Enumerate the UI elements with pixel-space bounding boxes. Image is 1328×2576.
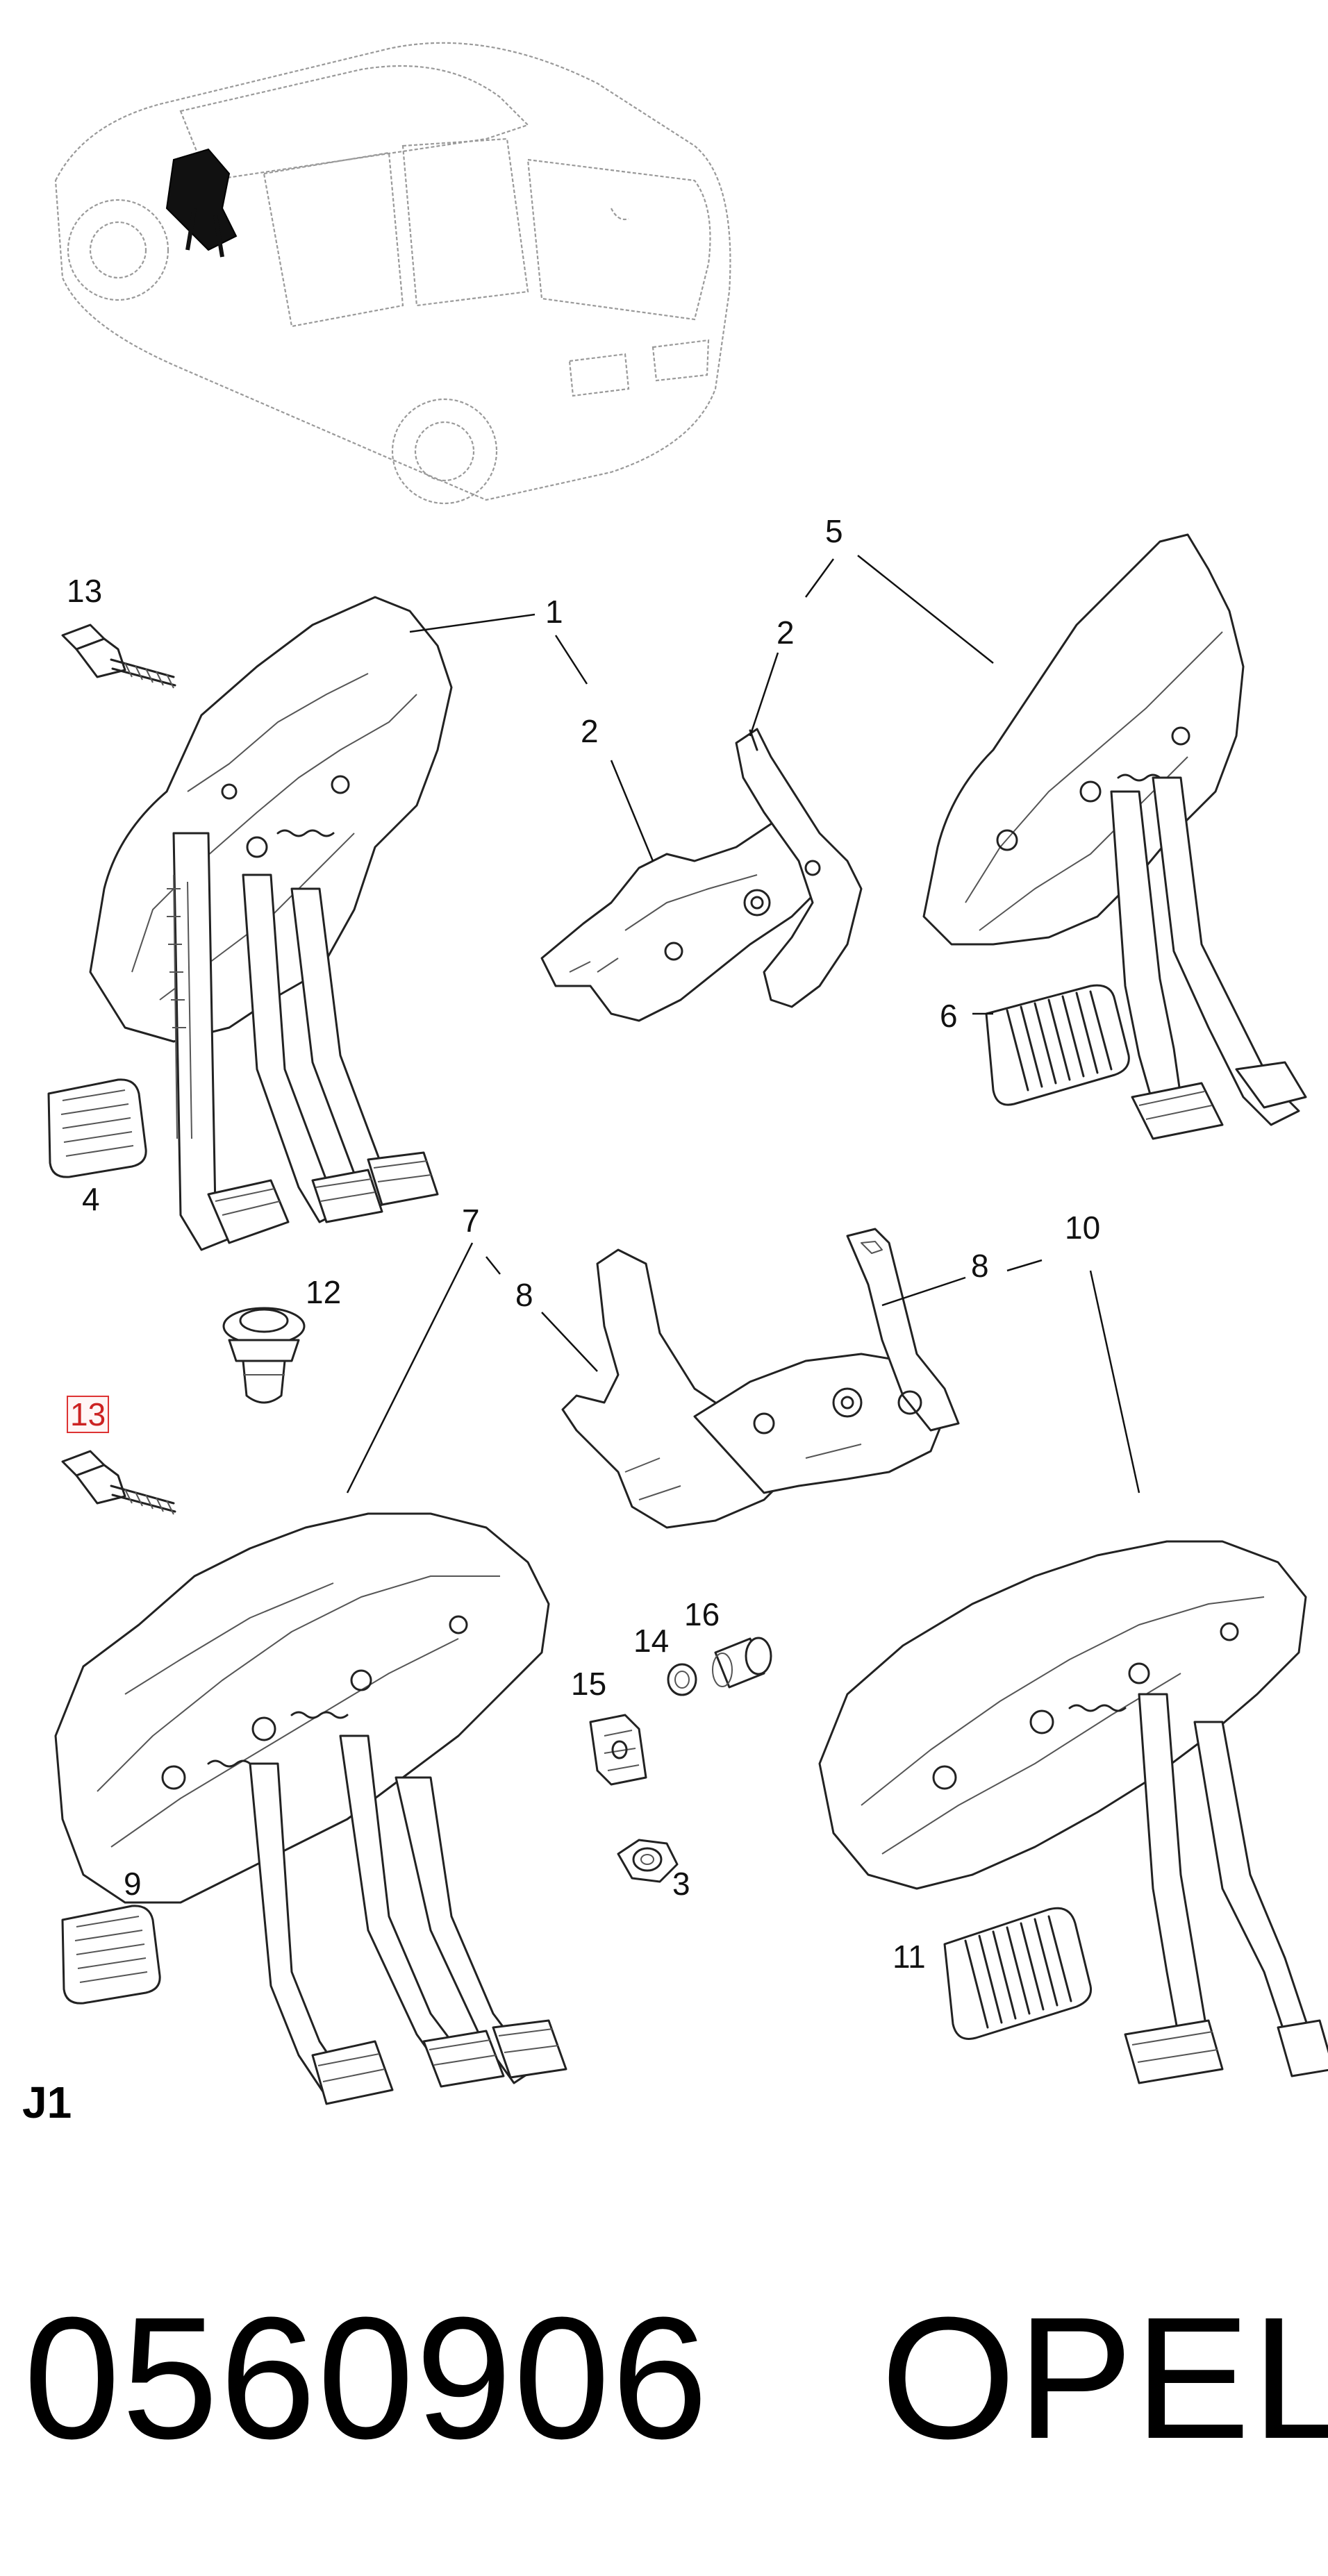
callout-3: 3 — [672, 1866, 690, 1902]
callout-2-right: 2 — [777, 614, 795, 651]
callout-8-right: 8 — [971, 1248, 989, 1284]
callout-13-top: 13 — [67, 573, 103, 609]
callout-7: 7 — [462, 1203, 480, 1239]
callout-6: 6 — [940, 998, 958, 1034]
pedal-assembly-1 — [89, 596, 453, 1251]
callout-15: 15 — [571, 1666, 607, 1702]
callout-12: 12 — [306, 1274, 342, 1310]
section-label: J1 — [22, 2077, 72, 2127]
callout-14: 14 — [633, 1623, 670, 1659]
part-number: 0560906 — [24, 2281, 710, 2475]
callout-13-highlighted[interactable]: 13 — [67, 1396, 110, 1433]
callout-11: 11 — [893, 1939, 926, 1975]
callout-4: 4 — [82, 1181, 100, 1217]
clip-nut-15 — [589, 1714, 647, 1786]
brand-name: OPEL — [881, 2281, 1328, 2475]
bushing-16 — [712, 1637, 772, 1689]
pedal-pad-9 — [61, 1905, 161, 2005]
callout-5: 5 — [825, 513, 843, 549]
callout-1: 1 — [545, 594, 563, 630]
pedal-pad-6 — [985, 984, 1130, 1106]
callout-16: 16 — [684, 1596, 720, 1632]
pedal-assembly-7 — [54, 1512, 567, 2105]
pedal-pad-4 — [47, 1078, 147, 1178]
bolt-13-bottom — [61, 1450, 176, 1515]
callout-8-left: 8 — [515, 1277, 533, 1313]
pedal-assembly-10 — [818, 1540, 1328, 2084]
car-overview-illustration — [54, 42, 731, 505]
callout-9: 9 — [124, 1866, 142, 1902]
bolt-13-top — [61, 624, 176, 689]
bracket-2 — [540, 728, 863, 1022]
leader-lines — [346, 555, 1140, 1494]
clip-12 — [222, 1307, 306, 1404]
nut-3 — [617, 1839, 679, 1883]
callout-10: 10 — [1065, 1210, 1101, 1246]
pedal-pad-11 — [943, 1907, 1093, 2040]
bracket-8 — [561, 1228, 960, 1529]
parts-diagram — [47, 42, 1328, 2105]
pedal-assembly-5 — [922, 533, 1307, 1140]
callout-2-left: 2 — [581, 713, 599, 749]
washer-14 — [667, 1663, 697, 1696]
